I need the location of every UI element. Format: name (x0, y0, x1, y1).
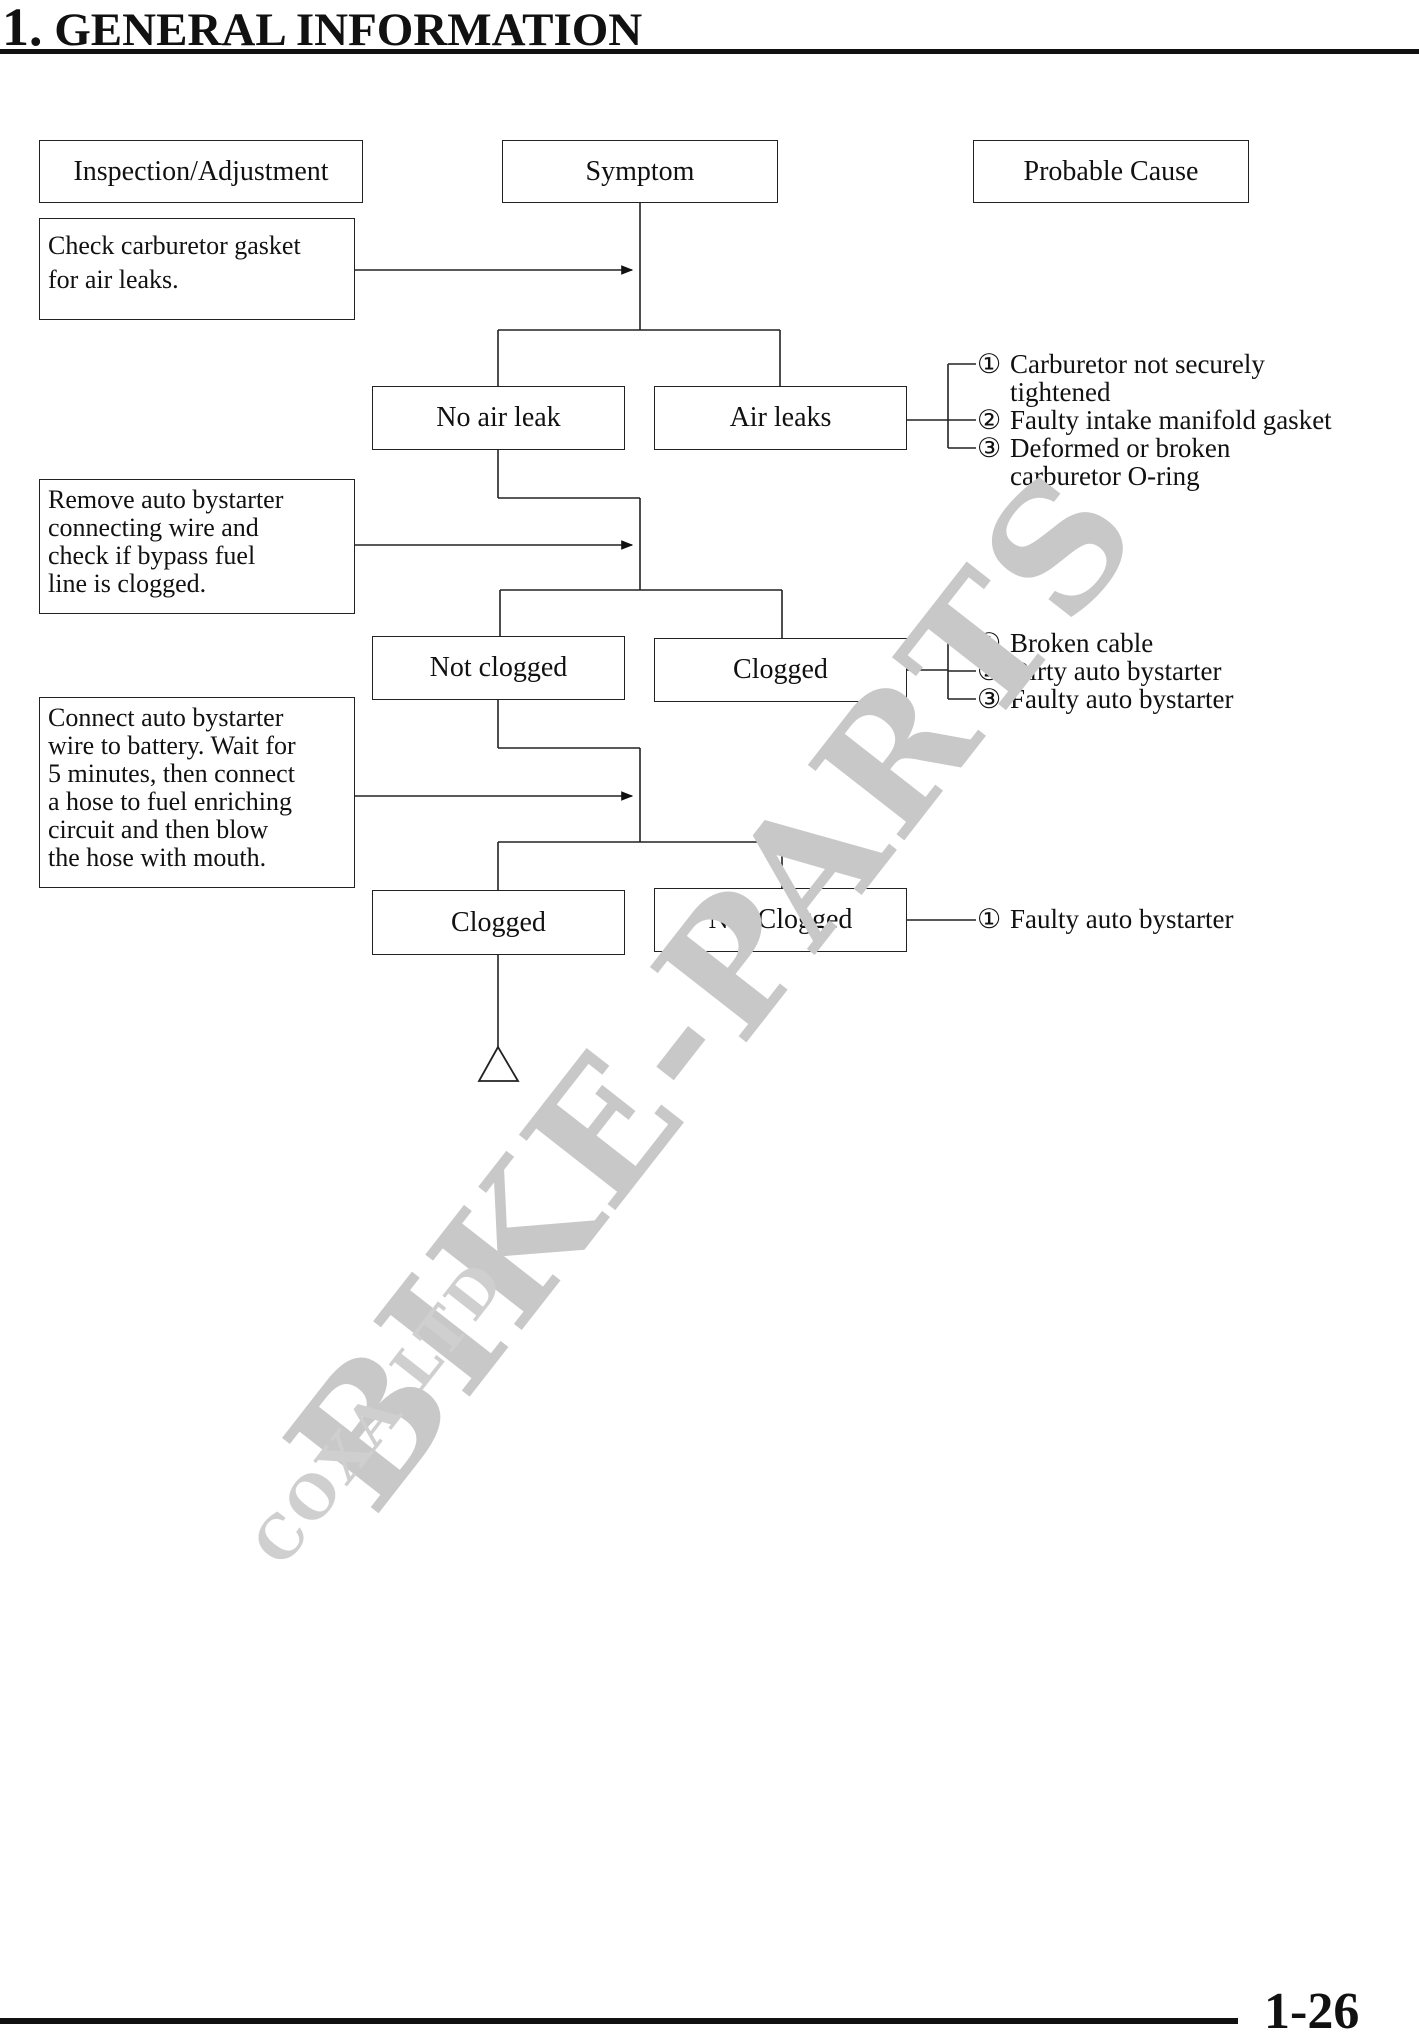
circled-2-icon: ② (977, 656, 1002, 686)
inspection-line: wire to battery. Wait for (48, 731, 296, 760)
cause-list-2: ① Broken cable ② Dirty auto bystarter ③ Fau… (977, 629, 1233, 713)
inspection-step-2: Remove auto bystarter connecting wire an… (39, 479, 355, 614)
result-label: Clogged (733, 654, 828, 685)
circled-3-icon: ③ (977, 684, 1002, 714)
cause-text: Faulty intake manifold gasket (1010, 405, 1332, 435)
cause-item: ① Faulty auto bystarter (977, 905, 1233, 933)
header-probable-cause: Probable Cause (973, 140, 1249, 203)
cause-text: Deformed or broken (1010, 433, 1231, 463)
cause-list-3: ① Faulty auto bystarter (977, 905, 1233, 933)
result-clogged: Clogged (654, 638, 907, 702)
cause-text: Faulty auto bystarter (1010, 904, 1234, 934)
header-inspection-label: Inspection/Adjustment (73, 155, 329, 187)
triangle-continue-icon (477, 1045, 520, 1082)
result-no-air-leak: No air leak (372, 386, 625, 450)
inspection-step-3: Connect auto bystarter wire to battery. … (39, 697, 355, 888)
header-symptom-label: Symptom (585, 155, 695, 187)
header-inspection-adjustment: Inspection/Adjustment (39, 140, 363, 203)
inspection-line: Check carburetor gasket (48, 231, 301, 260)
header-cause-label: Probable Cause (1023, 155, 1199, 187)
cause-item: ③ Deformed or broken (977, 434, 1332, 462)
circled-2-icon: ② (977, 405, 1002, 435)
header-rule (0, 49, 1419, 54)
result-clogged-2: Clogged (372, 890, 625, 955)
cause-item: ③ Faulty auto bystarter (977, 685, 1233, 713)
result-label: Not Clogged (708, 904, 853, 935)
result-not-clogged-2: Not Clogged (654, 888, 907, 952)
inspection-line: a hose to fuel enriching (48, 787, 293, 816)
circled-1-icon: ① (977, 904, 1002, 934)
cause-text-cont: tightened (1010, 377, 1111, 407)
result-air-leaks: Air leaks (654, 386, 907, 450)
inspection-step-1: Check carburetor gasket for air leaks. (39, 218, 355, 320)
inspection-line: Connect auto bystarter (48, 703, 284, 732)
cause-text: Broken cable (1010, 628, 1154, 658)
result-label: No air leak (436, 402, 561, 433)
circled-1-icon: ① (977, 349, 1002, 379)
cause-item: ① Carburetor not securely (977, 350, 1332, 378)
section-title-text: GENERAL INFORMATION (54, 4, 643, 56)
cause-text: Dirty auto bystarter (1010, 656, 1222, 686)
footer-rule (0, 2018, 1238, 2024)
cause-list-1: ① Carburetor not securely tightened ② Faul… (977, 350, 1332, 490)
inspection-line: check if bypass fuel (48, 541, 256, 570)
inspection-line: for air leaks. (48, 265, 179, 294)
cause-item: ① Broken cable (977, 629, 1233, 657)
cause-item: ② Dirty auto bystarter (977, 657, 1233, 685)
circled-3-icon: ③ (977, 433, 1002, 463)
inspection-line: line is clogged. (48, 569, 207, 598)
inspection-line: connecting wire and (48, 513, 259, 542)
inspection-line: 5 minutes, then connect (48, 759, 295, 788)
section-number: 1. (2, 0, 43, 57)
header-symptom: Symptom (502, 140, 778, 203)
cause-text-cont: carburetor O-ring (1010, 461, 1200, 491)
circled-1-icon: ① (977, 628, 1002, 658)
inspection-line: Remove auto bystarter (48, 485, 284, 514)
result-not-clogged: Not clogged (372, 636, 625, 700)
inspection-line: circuit and then blow (48, 815, 269, 844)
inspection-line: the hose with mouth. (48, 843, 267, 872)
result-label: Not clogged (429, 652, 568, 683)
cause-text: Carburetor not securely (1010, 349, 1265, 379)
result-label: Air leaks (729, 402, 832, 433)
page-number: 1-26 (1264, 1983, 1360, 2040)
section-title: 1. GENERAL INFORMATION (2, 0, 642, 58)
cause-item: ② Faulty intake manifold gasket (977, 406, 1332, 434)
cause-text: Faulty auto bystarter (1010, 684, 1234, 714)
result-label: Clogged (451, 906, 546, 938)
